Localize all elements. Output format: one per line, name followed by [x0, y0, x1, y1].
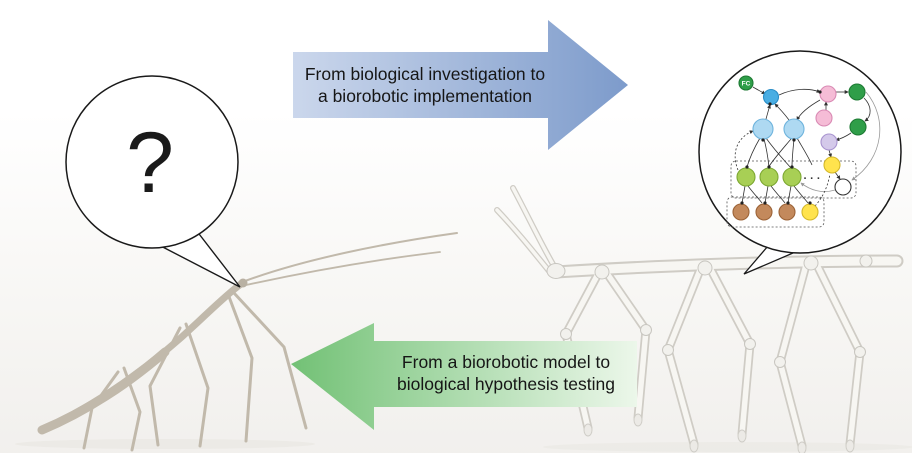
insect-body-lines — [37, 232, 458, 452]
question-mark: ? — [126, 115, 174, 211]
speech-bubble: ? — [65, 75, 241, 288]
node-green-1 — [848, 83, 866, 101]
bottom-arrow-text-line2: biological hypothesis testing — [397, 374, 615, 394]
neural-network-inset: FC · · · — [698, 50, 902, 275]
network-nodes — [732, 75, 867, 221]
top-arrow-text-line2: a biorobotic implementation — [318, 86, 532, 106]
top-arrow-text-line1: From biological investigation to — [305, 64, 545, 84]
bottom-arrow-shape — [291, 323, 637, 430]
node-yellow-1 — [823, 156, 841, 174]
node-pink-2 — [815, 109, 833, 127]
node-fc — [738, 75, 754, 91]
node-green-2 — [849, 118, 867, 136]
network-inset-circle — [698, 50, 902, 254]
node-yellow-2 — [801, 203, 819, 221]
node-lime-1 — [736, 167, 756, 187]
node-brown-3 — [778, 203, 796, 221]
node-lime-2 — [759, 167, 779, 187]
robot-ground-shadow — [543, 442, 912, 452]
network-edges — [734, 86, 881, 207]
robot-joints — [546, 254, 873, 368]
fc-node-label: FC — [742, 81, 751, 88]
insect-head — [238, 278, 248, 288]
top-arrow-shape — [293, 20, 628, 150]
top-arrow: From biological investigation to a bioro… — [293, 20, 628, 150]
bottom-arrow-text-line1: From a biorobotic model to — [402, 352, 610, 372]
node-brown-1 — [732, 203, 750, 221]
node-lavender — [820, 133, 838, 151]
network-synapse-dots — [740, 90, 822, 205]
stick-insect-photo — [15, 232, 458, 452]
robot-feet — [583, 413, 855, 453]
node-brown-2 — [755, 203, 773, 221]
node-lime-3 — [782, 167, 802, 187]
node-pink-1 — [819, 85, 837, 103]
insect-ground-shadow — [15, 439, 315, 449]
node-lightblue-1 — [752, 118, 774, 140]
node-blue — [762, 88, 780, 106]
speech-bubble-circle — [65, 75, 239, 249]
node-lightblue-2 — [783, 118, 805, 140]
network-ellipsis: · · · — [803, 173, 820, 185]
node-open — [834, 178, 852, 196]
network-group-boxes — [726, 160, 857, 228]
bottom-arrow: From a biorobotic model to biological hy… — [291, 323, 637, 430]
